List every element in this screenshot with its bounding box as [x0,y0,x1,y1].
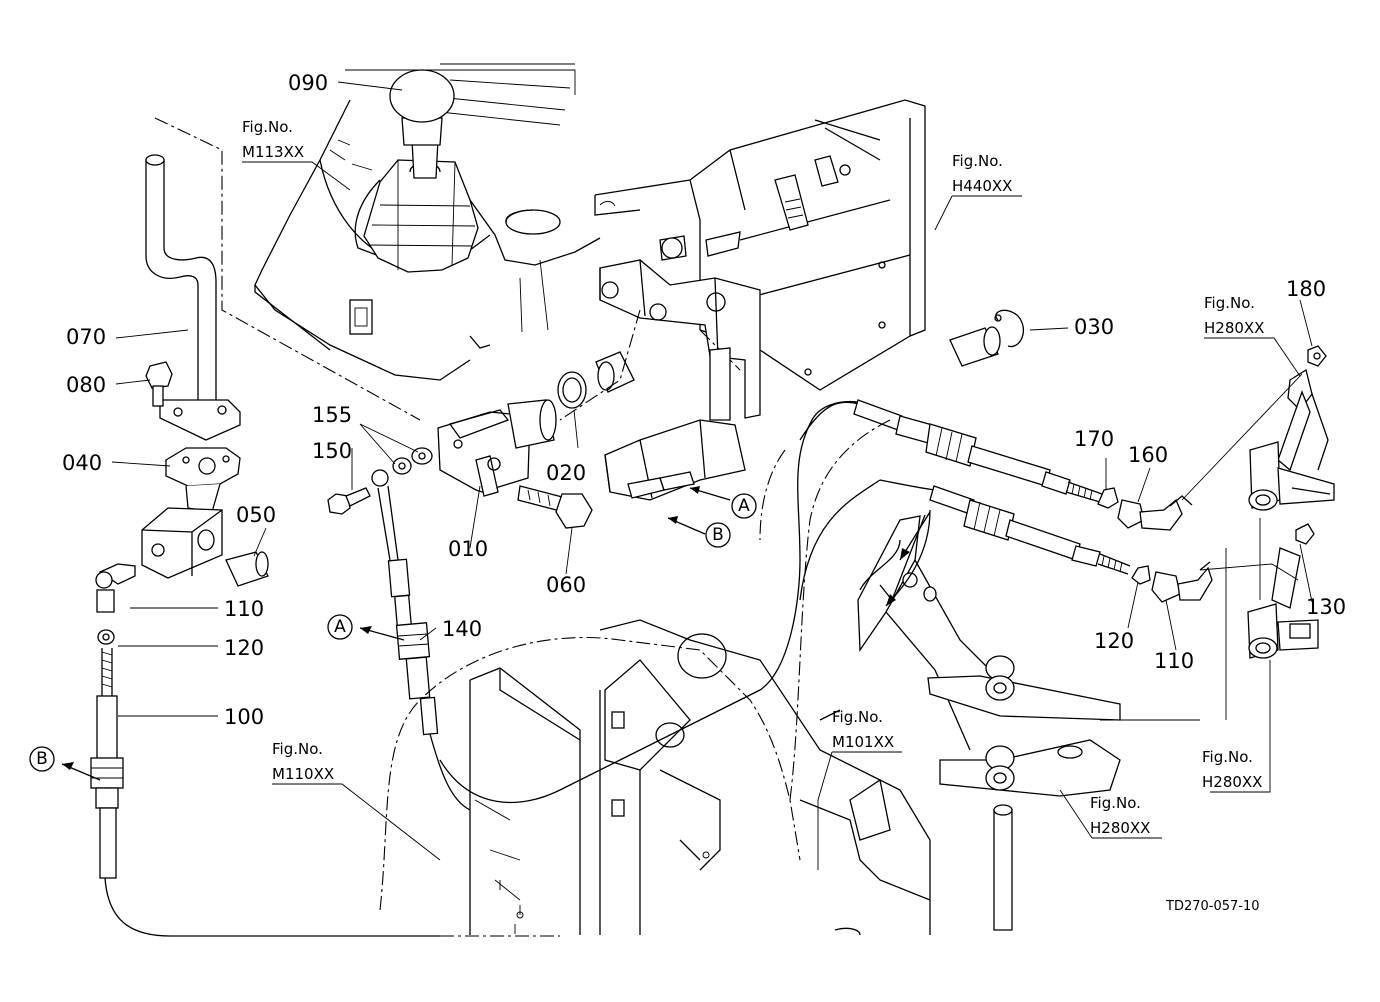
cable-routing-main [439,400,859,804]
part-label-155: 155 [312,403,352,427]
console-housing [254,63,601,381]
ref-h280-right: Fig.No. H280XX [1202,748,1262,791]
lever-plate [159,399,241,441]
svg-text:A: A [738,496,750,516]
part-label-110-left: 110 [224,597,264,621]
pivot-block [141,507,223,579]
svg-text:Fig.No.: Fig.No. [1202,748,1253,766]
part-label-040: 040 [62,451,102,475]
right-linkage [1100,345,1335,721]
lower-cable [879,479,1213,603]
svg-text:Fig.No.: Fig.No. [242,118,293,136]
part-label-030: 030 [1074,315,1114,339]
svg-text:H440XX: H440XX [952,177,1012,195]
ref-h440: Fig.No. H440XX [952,152,1012,195]
marker-b-lower: B [29,746,55,772]
svg-text:Fig.No.: Fig.No. [272,740,323,758]
svg-text:A: A [334,617,346,637]
part-label-100: 100 [224,705,264,729]
bolt-080 [145,361,173,407]
bracket-040 [165,447,241,513]
link-010 [437,399,557,497]
chassis-lower [379,619,931,936]
cable-100 [90,648,440,937]
part-label-160: 160 [1128,443,1168,467]
part-label-180: 180 [1286,277,1326,301]
ref-m110: Fig.No. M110XX [272,740,334,783]
part-label-170: 170 [1074,427,1114,451]
shift-knob [389,69,455,146]
collar-050 [225,551,269,587]
part-label-130: 130 [1306,595,1346,619]
marker-arrows [61,486,931,781]
svg-text:Fig.No.: Fig.No. [1090,794,1141,812]
part-label-090: 090 [288,71,328,95]
svg-text:M110XX: M110XX [272,765,334,783]
part-label-110-right: 110 [1154,649,1194,673]
part-label-010: 010 [448,537,488,561]
part-label-060: 060 [546,573,586,597]
svg-text:H280XX: H280XX [1090,819,1150,837]
ref-m113: Fig.No. M113XX [242,118,304,161]
svg-text:H280XX: H280XX [1204,319,1264,337]
part-label-050: 050 [236,503,276,527]
svg-text:H280XX: H280XX [1202,773,1262,791]
washer-020 [557,371,587,409]
part-label-120-left: 120 [224,636,264,660]
marker-a-lower: A [327,614,353,640]
bushing-mid [595,351,635,393]
cable-routing-lower [799,479,881,601]
cable-routing-phantom [789,419,891,801]
svg-text:Fig.No.: Fig.No. [952,152,1003,170]
part-label-140: 140 [442,617,482,641]
bushing-030 [949,309,1024,367]
part-label-120-right: 120 [1094,629,1134,653]
marker-b-upper: B [705,522,731,548]
washers-155 [392,447,433,475]
pedal-bracket-lower [857,514,1121,931]
svg-text:Fig.No.: Fig.No. [1204,294,1255,312]
svg-text:B: B [712,525,724,545]
part-label-150: 150 [312,439,352,463]
part-label-070: 070 [66,325,106,349]
part-label-080: 080 [66,373,106,397]
ball-joint-110-left [95,563,136,613]
ref-h280-top: Fig.No. H280XX [1204,294,1264,337]
cable-end-140 [371,469,471,811]
svg-text:Fig.No.: Fig.No. [832,708,883,726]
svg-text:M113XX: M113XX [242,143,304,161]
svg-text:B: B [36,749,48,769]
leader-lines [111,81,1313,870]
bolt-060 [517,485,593,529]
ref-m101: Fig.No. M101XX [832,708,894,751]
part-label-020: 020 [546,461,586,485]
bolt-150 [327,487,371,515]
svg-text:M101XX: M101XX [832,733,894,751]
phantom-line-lever [154,117,421,421]
nut-120-left [97,629,115,645]
marker-a-upper: A [731,493,757,519]
shift-lever-boot [363,139,479,273]
drawing-code: TD270-057-10 [1165,899,1260,914]
ref-h280-bottom: Fig.No. H280XX [1090,794,1150,837]
upper-cable [759,399,1193,541]
pedal-frame [559,99,926,501]
